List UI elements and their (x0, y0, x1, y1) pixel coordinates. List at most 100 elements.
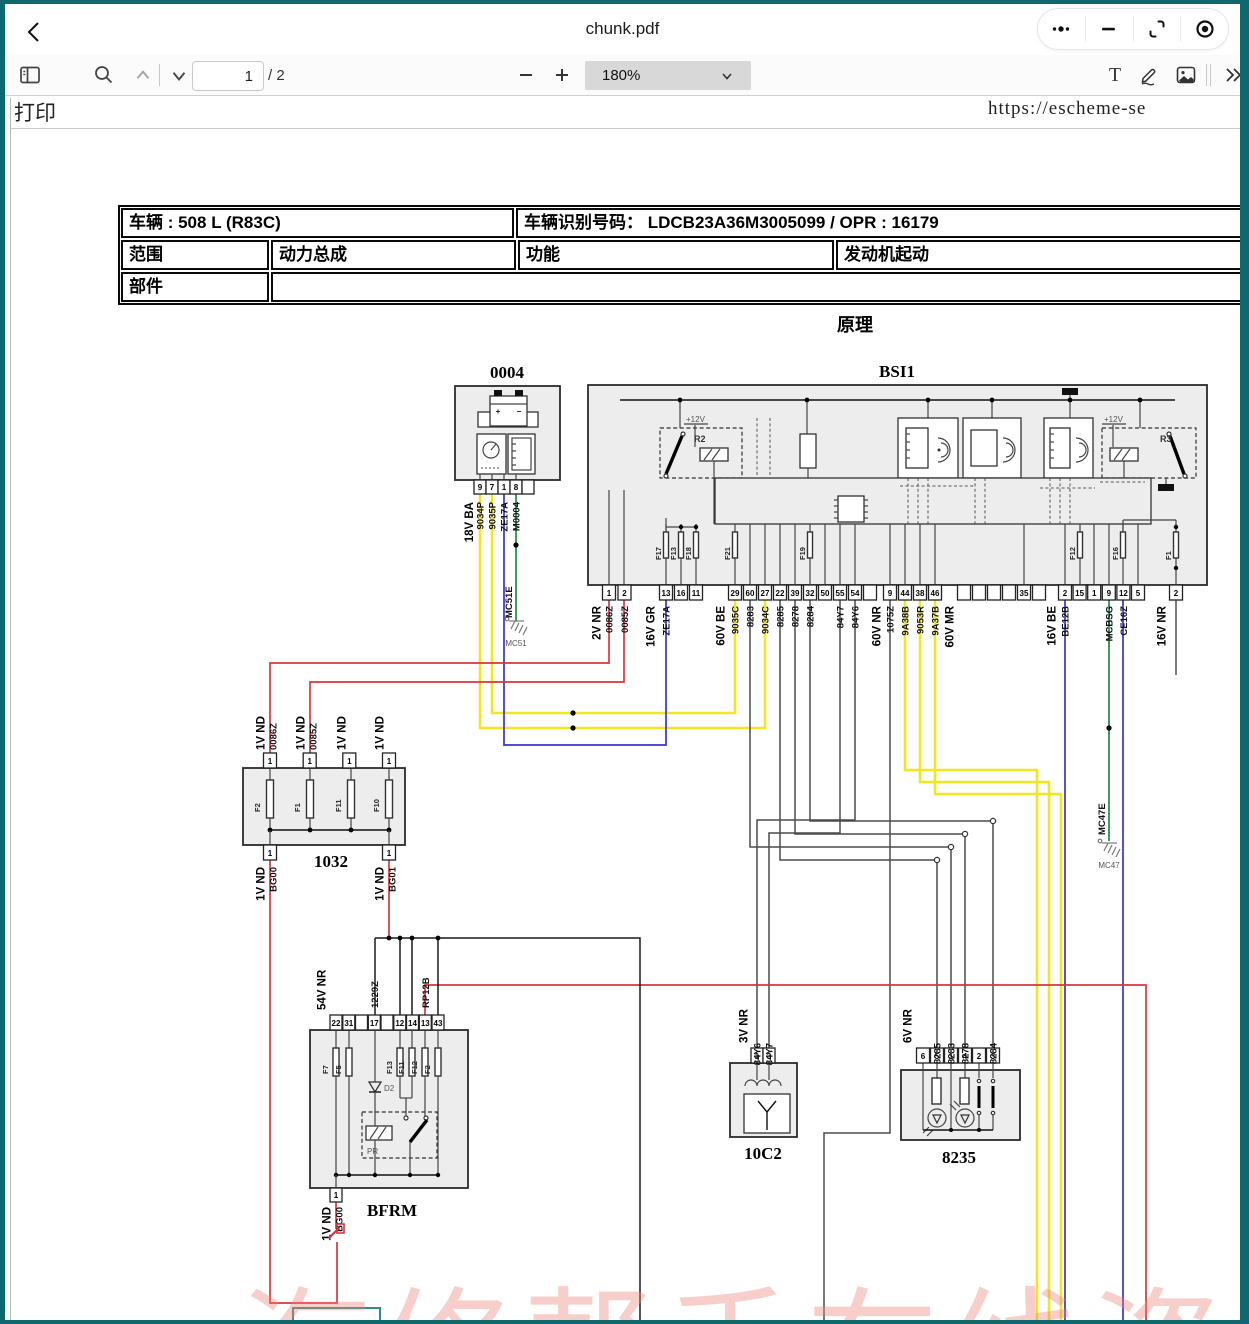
pin-box (262, 844, 278, 861)
wire-label: 0086Z (605, 606, 616, 633)
vin-cell: 车辆识别号码： LDCB23A36M3005099 / OPR : 16179 (516, 208, 1240, 238)
pin-number: 60 (746, 589, 755, 598)
pin-box (342, 752, 357, 769)
bsi-pins-16vnr: 2 (1168, 584, 1184, 601)
zoom-level-select[interactable]: 180% (585, 61, 751, 90)
insert-image-button[interactable] (1170, 59, 1202, 91)
sidebar-toggle-button[interactable] (14, 59, 46, 91)
part-value-cell (271, 272, 1240, 302)
pin-number: 55 (836, 589, 845, 598)
caret-down-icon (722, 72, 732, 80)
pin-number: 11 (692, 589, 701, 598)
pin-number: 4 (963, 1052, 968, 1061)
pin-box (971, 1047, 987, 1064)
fuse-label: F10 (372, 799, 381, 812)
resize-button[interactable] (1134, 9, 1181, 49)
component-id: 10C2 (744, 1144, 782, 1163)
function-label-cell: 功能 (518, 240, 834, 270)
previous-page-button[interactable] (127, 59, 159, 91)
fuse-label: F5 (334, 1065, 343, 1074)
search-button[interactable] (88, 59, 120, 91)
conn-label: 1V ND (375, 867, 387, 901)
chevron-left-icon (27, 22, 39, 42)
conn-label: 16V GR (646, 605, 658, 647)
function-value-cell: 发动机起动 (836, 240, 1240, 270)
pin-number: 31 (344, 1019, 353, 1028)
wire-label: RP12B (421, 977, 432, 1008)
wire-9053R (918, 600, 1051, 1320)
record-button[interactable] (1181, 9, 1228, 49)
text-tool-icon: T (1108, 63, 1122, 86)
fuse-label: F2 (423, 1065, 432, 1074)
fuse-label: F17 (654, 547, 663, 560)
zoom-in-button[interactable] (546, 59, 578, 91)
pin-number: 1 (1092, 589, 1097, 598)
pin-box (431, 1014, 445, 1031)
pin-number: 2 (977, 1052, 982, 1061)
pin-box (302, 752, 317, 769)
battery-minus: − (517, 407, 522, 416)
wire-label: M0004 (512, 501, 523, 531)
pin-number: 16 (677, 589, 686, 598)
pin-number: 1 (502, 483, 507, 492)
wire-label: 8278 (961, 1043, 972, 1064)
fuse-label: F13 (669, 547, 678, 560)
zoom-out-button[interactable] (510, 59, 542, 91)
scope-label-cell: 范围 (121, 240, 269, 270)
more-options-button[interactable] (1038, 9, 1085, 49)
wire-label: ZE17A (662, 606, 673, 636)
add-text-button[interactable]: T (1099, 59, 1131, 91)
draw-button[interactable] (1133, 59, 1165, 91)
page-number-input[interactable] (192, 61, 264, 91)
wire-label: 9035P (488, 501, 499, 529)
wire-label: 9034C (761, 606, 772, 634)
pin-box (882, 584, 898, 601)
wire-label: 1229Z (370, 981, 381, 1008)
conn-label: 1V ND (322, 1207, 334, 1241)
wire-1075Z (823, 600, 891, 1320)
search-icon (95, 66, 113, 84)
pin-box (354, 1014, 369, 1031)
wire-label: 8285 (776, 605, 787, 627)
pin-box (1031, 584, 1047, 601)
chevron-up-icon (136, 70, 150, 79)
bsi-pins-60vmr: 35 (956, 584, 1047, 601)
wire-label: BE12B (1061, 606, 1072, 637)
wire-label: 9034P (476, 501, 487, 529)
fuse-label: F11 (334, 799, 343, 812)
pin-box (787, 584, 803, 601)
pin-number: 54 (851, 589, 860, 598)
wire-8284 (809, 600, 994, 1048)
fuse-label: F1 (293, 803, 302, 812)
wire-label: 8284 (806, 605, 817, 627)
fuse-label: F1 (1164, 551, 1173, 560)
v12-label: +12V (1104, 415, 1124, 424)
wire-label: 9A37B (931, 606, 942, 636)
wire-0086Z (269, 600, 610, 753)
pin-box (1001, 584, 1017, 601)
wire-label: 8285 (933, 1042, 944, 1064)
component-id: 0004 (490, 363, 525, 382)
next-page-button[interactable] (163, 59, 195, 91)
more-tools-button[interactable] (1217, 59, 1249, 91)
pin-number: 29 (731, 589, 740, 598)
pin-box (727, 584, 743, 601)
wire-label: 0085Z (309, 723, 320, 750)
minimize-button[interactable] (1086, 9, 1133, 49)
pin-box (673, 584, 689, 601)
v12-label: +12V (686, 415, 706, 424)
pin-box (393, 1014, 407, 1031)
back-button[interactable] (19, 16, 51, 48)
pin-number: 39 (791, 589, 800, 598)
wire-8278 (794, 600, 966, 1048)
